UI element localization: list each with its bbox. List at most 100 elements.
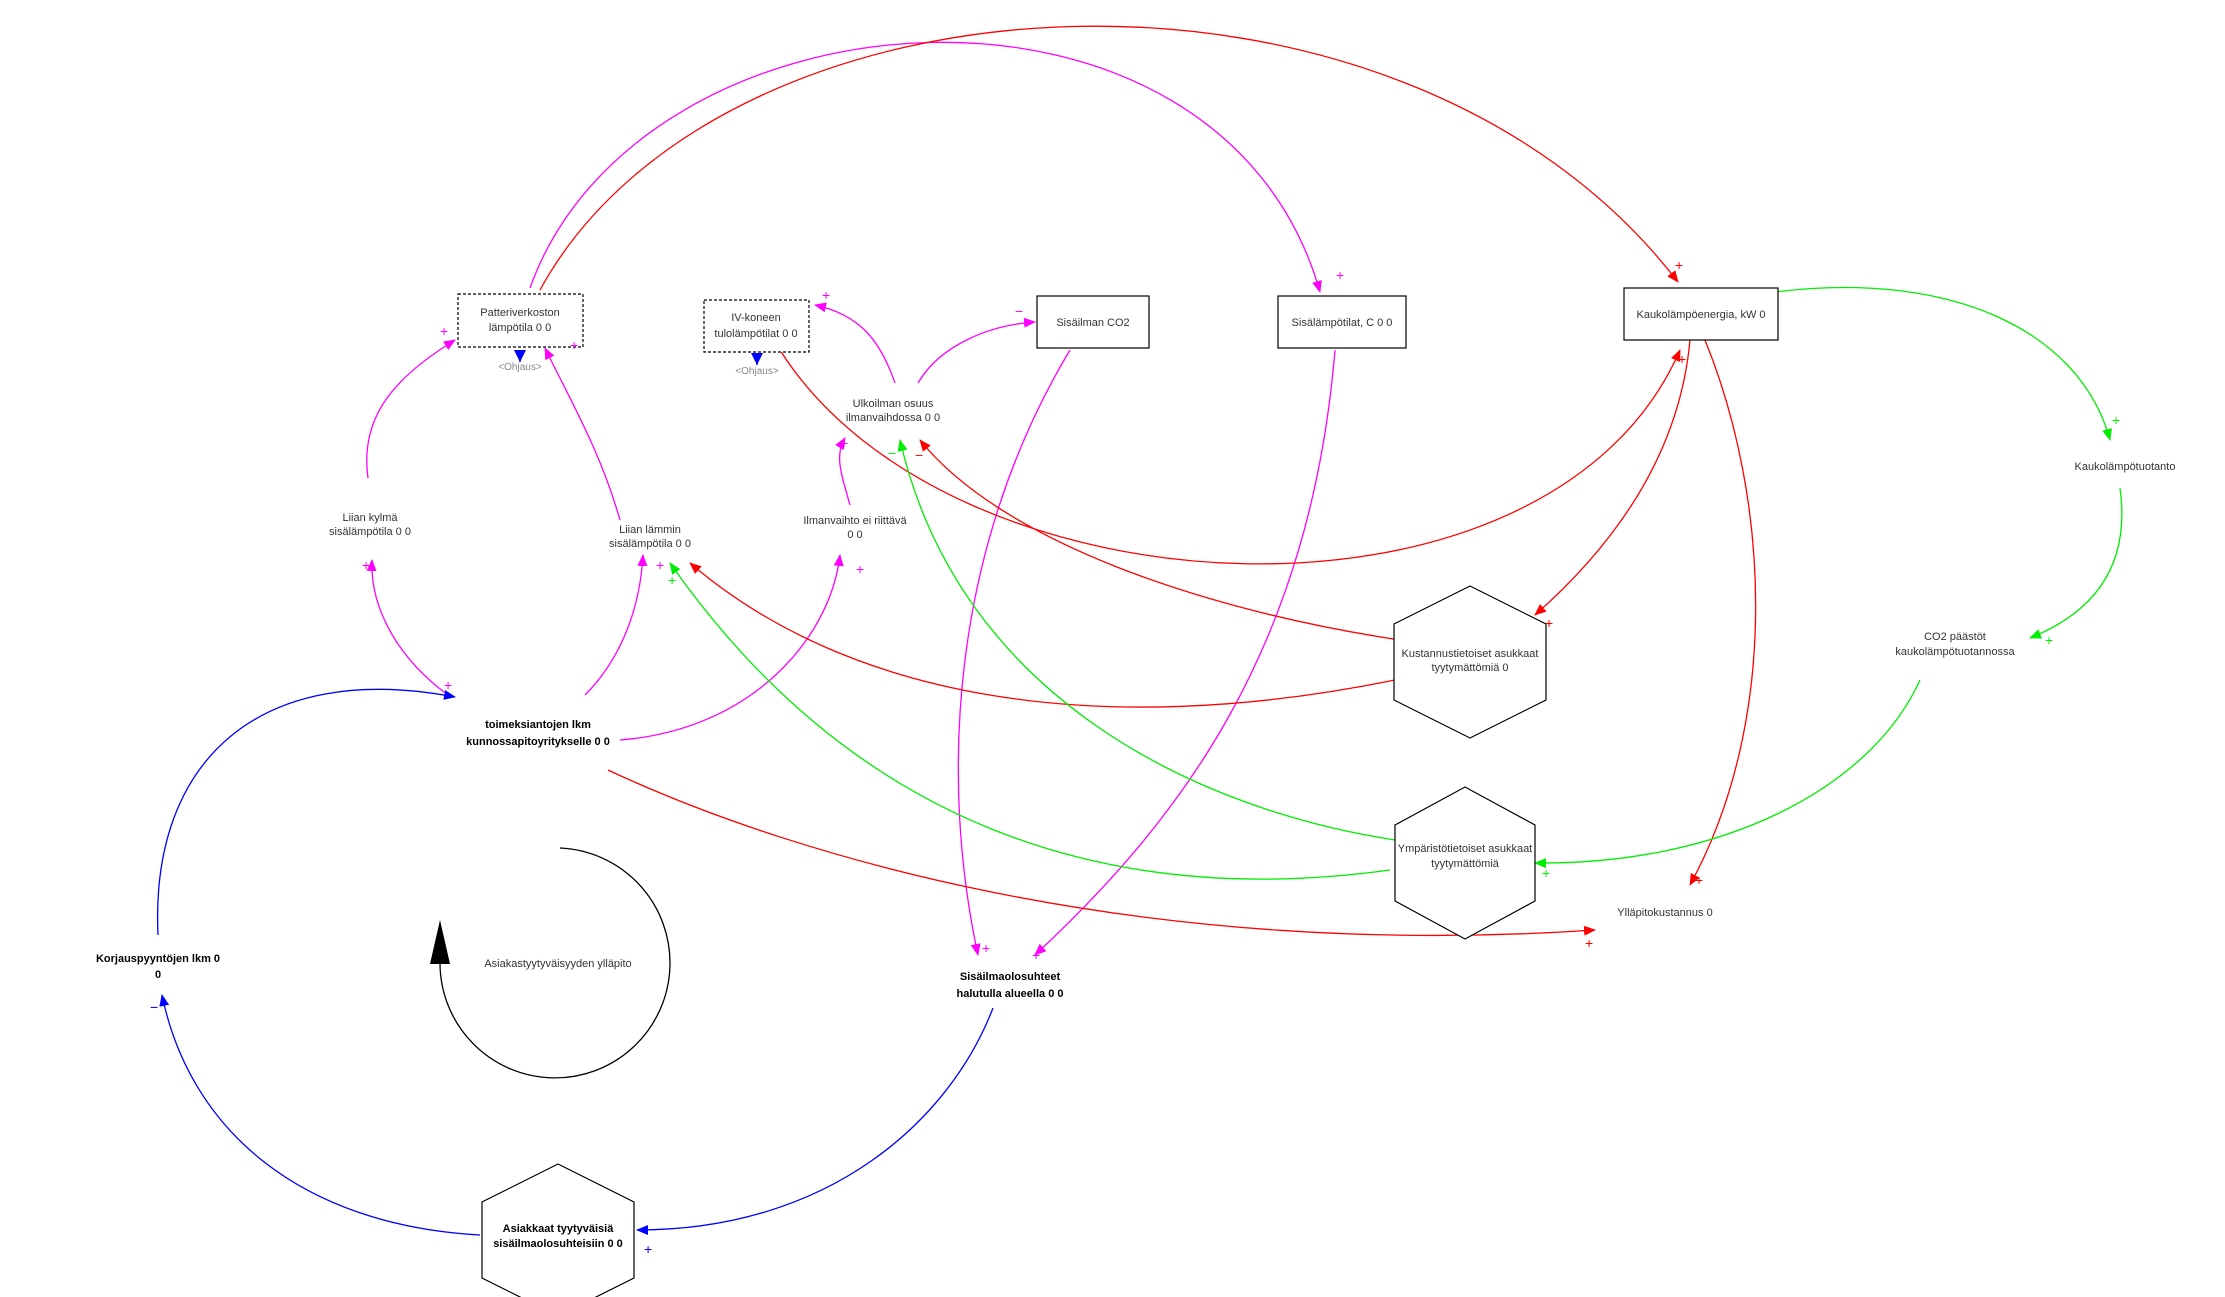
link-toimeks-to-yllapito <box>607 769 1596 937</box>
co2-paastot-label-2: kaukolämpötuotannossa <box>1895 646 2015 658</box>
link-patteri-to-sisalampotilat <box>529 41 1322 293</box>
toimeks-label-2: kunnossapitoyritykselle 0 0 <box>466 736 610 748</box>
yllapito-label: Ylläpitokustannus 0 <box>1617 907 1712 919</box>
asiakkaat-label-2: sisäilmaolosuhteisiin 0 0 <box>493 1238 623 1250</box>
tuotanto-label: Kaukolämpötuotanto <box>2075 461 2176 473</box>
link-sisailma-to-asiakkaat <box>636 1007 994 1235</box>
node-kustannus[interactable]: Kustannustietoiset asukkaat tyytymättömi… <box>1393 585 1547 739</box>
kylma-label-2: sisälämpötila 0 0 <box>329 526 411 538</box>
link-ulkoilma-to-iv <box>814 302 896 384</box>
pol-kustannus-in: + <box>1545 615 1553 631</box>
link-kaukolampo-to-kustannus <box>1534 339 1691 616</box>
kustannus-label-2: tyytymättömiä 0 <box>1431 662 1508 674</box>
patteri-label-2: lämpötila 0 0 <box>489 322 551 334</box>
kylma-label-1: Liian kylmä <box>342 512 398 524</box>
pol-ulkoilma-green: − <box>888 445 896 461</box>
patteri-label-1: Patteriverkoston <box>480 307 559 319</box>
node-kaukolampotuotanto[interactable]: Kaukolämpötuotanto <box>2075 461 2176 473</box>
link-ymparisto-to-ulkoilma <box>897 439 1396 841</box>
pol-ulkoilma-in: + <box>840 435 848 451</box>
node-kaukolampoenergia[interactable]: Kaukolämpöenergia, kW 0 <box>1623 287 1779 341</box>
pol-yllapito-in1: + <box>1695 872 1703 888</box>
ilmanvaihto-label-2: 0 0 <box>847 529 862 541</box>
magenta-links <box>366 41 1336 956</box>
pol-toimeks-in: + <box>444 677 452 693</box>
node-korjauspyyntojen[interactable]: Korjauspyyntöjen lkm 0 0 <box>96 953 220 981</box>
loop-indicator: Asiakastyytyväisyyden ylläpito <box>430 847 671 1079</box>
blue-links <box>156 688 994 1236</box>
toimeks-label-1: toimeksiantojen lkm <box>485 719 591 731</box>
red-links <box>539 25 1757 937</box>
node-patteriverkosto[interactable]: Patteriverkoston lämpötila 0 0 <box>457 293 584 348</box>
ymparisto-label-1: Ympäristötietoiset asukkaat <box>1398 843 1533 855</box>
lammin-label-1: Liian lämmin <box>619 524 681 536</box>
green-links <box>669 286 2123 880</box>
co2-label: Sisäilman CO2 <box>1056 317 1129 329</box>
node-sisailman-co2[interactable]: Sisäilman CO2 <box>1036 295 1150 349</box>
patteri-ohjaus: <Ohjaus> <box>498 362 542 373</box>
link-toimeks-to-ilmanvaihto <box>619 554 844 741</box>
loop-label: Asiakastyytyväisyyden ylläpito <box>484 958 631 970</box>
pol-kylma-in: + <box>362 557 370 573</box>
link-kaukolampo-to-yllapito <box>1689 339 1757 886</box>
link-korjaus-to-toimeks <box>156 688 456 936</box>
link-iv-to-kaukolampo <box>779 349 1681 565</box>
link-ilmanvaihto-to-ulkoilma <box>835 437 851 506</box>
kaukolampo-label: Kaukolämpöenergia, kW 0 <box>1636 309 1765 321</box>
sisalampotilat-label: Sisälämpötilat, C 0 0 <box>1292 317 1393 329</box>
link-toimeks-to-lammin <box>584 554 648 696</box>
co2-paastot-label-1: CO2 päästöt <box>1924 631 1986 643</box>
pol-asiakkaat-in: + <box>644 1241 652 1257</box>
sisailma-label-1: Sisäilmaolosuhteet <box>960 971 1061 983</box>
sisailma-label-2: halutulla alueella 0 0 <box>957 988 1064 1000</box>
pol-lammin-red: − <box>692 559 700 575</box>
iv-label-1: IV-koneen <box>731 312 781 324</box>
node-liian-kylma[interactable]: Liian kylmä sisälämpötila 0 0 <box>329 512 411 538</box>
node-asiakkaat[interactable]: Asiakkaat tyytyväisiä sisäilmaolosuhteis… <box>481 1163 635 1297</box>
link-ulkoilma-to-co2 <box>917 317 1036 384</box>
node-ulkoilman-osuus[interactable]: Ulkoilman osuus ilmanvaihdossa 0 0 <box>846 398 940 424</box>
node-ymparisto[interactable]: Ympäristötietoiset asukkaat tyytymättömi… <box>1394 786 1536 940</box>
kustannus-label-1: Kustannustietoiset asukkaat <box>1402 648 1539 660</box>
pol-sisailma-in2: + <box>1032 947 1040 963</box>
pol-co2p-in: + <box>2045 632 2053 648</box>
ulkoilma-label-2: ilmanvaihdossa 0 0 <box>846 412 940 424</box>
link-toimeks-to-kylma <box>366 559 449 696</box>
pol-ymparisto-in: + <box>1542 865 1550 881</box>
pol-sisalampo-in: + <box>1336 267 1344 283</box>
pol-patteri-in2: + <box>570 337 578 353</box>
asiakkaat-label-1: Asiakkaat tyytyväisiä <box>503 1223 615 1235</box>
link-tuotanto-to-co2 <box>2029 487 2123 639</box>
pol-lammin-green: + <box>668 572 676 588</box>
node-sisailmaolosuhteet[interactable]: Sisäilmaolosuhteet halutulla alueella 0 … <box>957 971 1064 1000</box>
pol-iv-in: + <box>822 287 830 303</box>
node-iv-kone[interactable]: IV-koneen tulolämpötilat 0 0 <box>703 299 810 353</box>
lammin-label-2: sisälämpötila 0 0 <box>609 538 691 550</box>
node-co2-paastot[interactable]: CO2 päästöt kaukolämpötuotannossa <box>1895 631 2015 658</box>
link-kustannus-to-lammin <box>689 562 1396 708</box>
korjaus-label-2: 0 <box>155 969 161 981</box>
link-asiakkaat-to-korjaus <box>159 994 481 1236</box>
node-liian-lammin[interactable]: Liian lämmin sisälämpötila 0 0 <box>609 524 691 550</box>
polarity-signs: + + + − + + + + + + + + + + + + + − − + … <box>150 257 2120 1257</box>
pol-ilmanvaihto-in: + <box>856 561 864 577</box>
node-sisalampotilat[interactable]: Sisälämpötilat, C 0 0 <box>1277 295 1407 349</box>
pol-ulkoilma-red: − <box>915 447 923 463</box>
iv-label-2: tulolämpötilat 0 0 <box>714 328 797 340</box>
link-co2-to-sisailma <box>957 349 1071 956</box>
pol-kaukolampo-in2: + <box>1678 351 1686 367</box>
loop-circle-arc <box>439 847 671 1079</box>
korjaus-label-1: Korjauspyyntöjen lkm 0 <box>96 953 220 965</box>
pol-korjaus-in: − <box>150 999 158 1015</box>
node-toimeksiantojen[interactable]: toimeksiantojen lkm kunnossapitoyritykse… <box>466 719 610 748</box>
link-co2-to-ymparisto <box>1534 679 1921 869</box>
link-kaukolampo-to-tuotanto <box>1774 286 2112 441</box>
node-ilmanvaihto[interactable]: Ilmanvaihto ei riittävä 0 0 <box>803 515 907 541</box>
pol-sisailma-in1: + <box>982 940 990 956</box>
link-ymparisto-to-lammin <box>669 562 1391 880</box>
pol-co2-in: − <box>1015 303 1023 319</box>
link-sisalampotilat-to-sisailma <box>1034 349 1336 956</box>
pol-tuotanto-in: + <box>2112 412 2120 428</box>
node-yllapitokustannus[interactable]: Ylläpitokustannus 0 <box>1617 907 1712 919</box>
